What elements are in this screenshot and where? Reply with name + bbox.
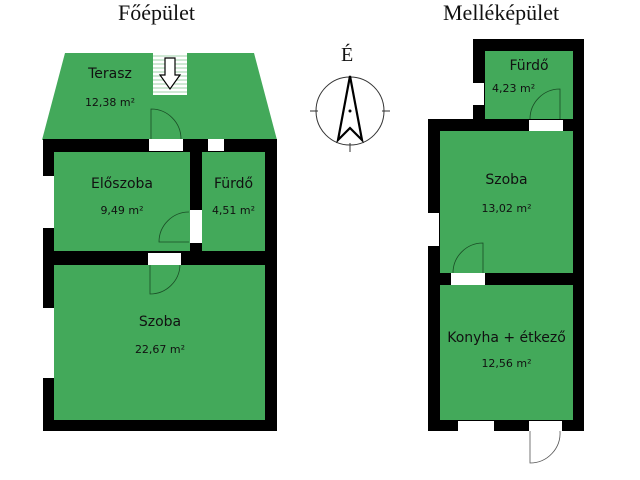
door-opening-szoba (148, 253, 181, 265)
annex-building-title: Melléképület (443, 0, 560, 25)
room-name-hall: Előszoba (91, 176, 153, 192)
main-building-title: Főépület (118, 0, 195, 25)
compass-north-label: É (341, 44, 354, 66)
room-bathroom-main (202, 152, 265, 251)
room-name-terrace: Terasz (88, 66, 132, 82)
room-area-szoba: 22,67 m² (134, 343, 186, 356)
room-area-bathroom-annex: 4,23 m² (492, 82, 536, 95)
room-area-annex-szoba: 13,02 m² (481, 202, 532, 215)
window (428, 213, 439, 246)
room-bathroom-annex (485, 51, 573, 119)
door-opening-bathroom (190, 210, 202, 243)
room-name-kitchen: Konyha + étkező (447, 330, 566, 346)
room-area-kitchen: 12,56 m² (481, 357, 532, 370)
room-name-szoba: Szoba (138, 314, 182, 330)
door-opening-bathroom (529, 120, 563, 131)
room-area-terrace: 12,38 m² (84, 96, 136, 109)
room-area-hall: 9,49 m² (100, 204, 144, 217)
window (43, 308, 54, 378)
room-name-annex-szoba: Szoba (485, 172, 528, 188)
window (43, 176, 54, 228)
room-kitchen (440, 285, 573, 420)
room-area-bathroom: 4,51 m² (211, 204, 256, 217)
room-annex-szoba (440, 131, 573, 273)
window (208, 139, 224, 151)
room-main-szoba (54, 265, 265, 420)
room-name-bathroom-annex: Fürdő (509, 58, 549, 74)
door-opening-entrance (529, 421, 562, 431)
room-name-bathroom: Fürdő (213, 176, 254, 192)
window (473, 83, 484, 105)
door-opening-terrace (149, 139, 183, 151)
door-opening-kitchen (451, 273, 485, 285)
room-hall (54, 152, 190, 251)
window (458, 421, 494, 431)
